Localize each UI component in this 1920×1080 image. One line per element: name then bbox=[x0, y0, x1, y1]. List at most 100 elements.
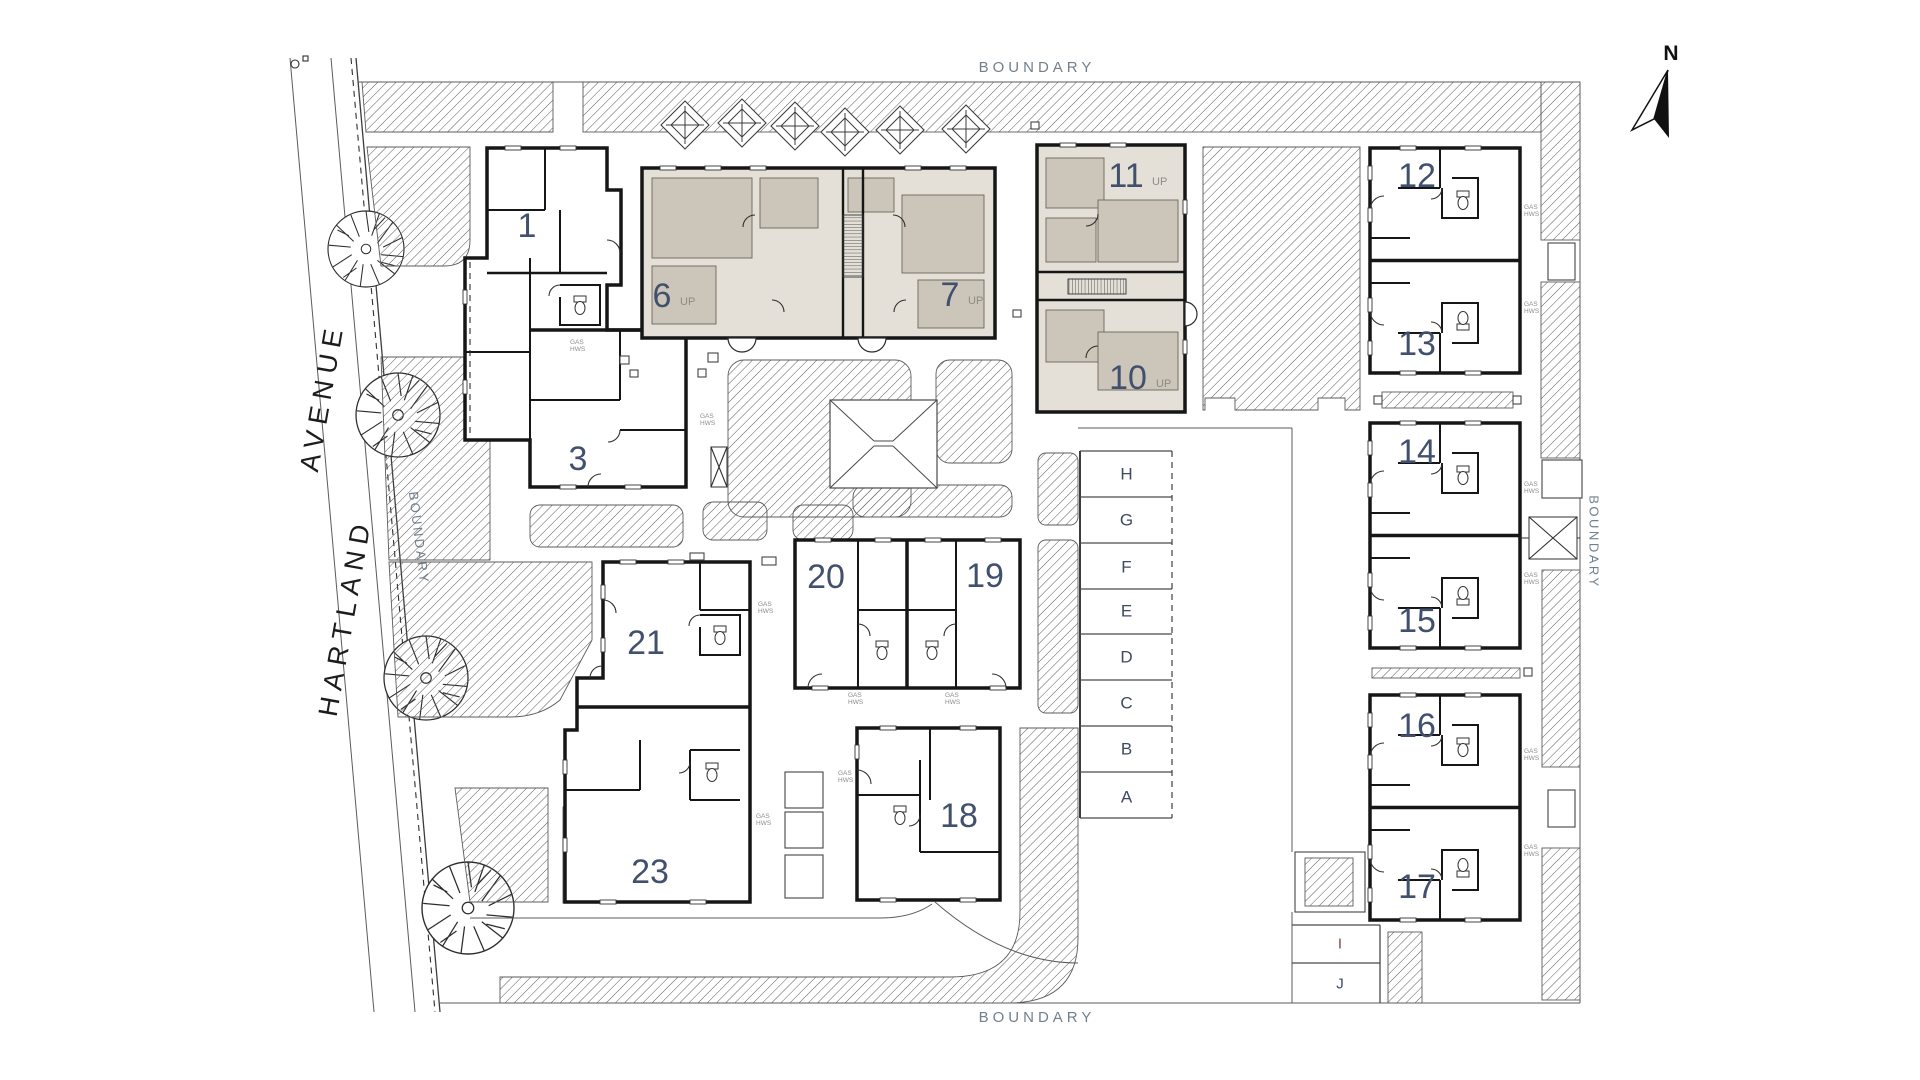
svg-text:HWS: HWS bbox=[758, 608, 774, 615]
unit-number-18: 18 bbox=[940, 797, 978, 835]
svg-text:GAS: GAS bbox=[1524, 844, 1538, 851]
unit-number-14: 14 bbox=[1398, 433, 1436, 471]
boundary-label-top: BOUNDARY bbox=[979, 59, 1096, 76]
svg-text:GAS: GAS bbox=[1524, 204, 1538, 211]
svg-text:GAS: GAS bbox=[570, 339, 584, 346]
survey-peg-icon bbox=[302, 55, 309, 62]
parking-stall-E: E bbox=[1121, 602, 1133, 621]
svg-text:GAS: GAS bbox=[1524, 481, 1538, 488]
svg-text:HWS: HWS bbox=[1524, 211, 1540, 218]
stair-icon bbox=[1067, 278, 1127, 295]
svg-text:GAS: GAS bbox=[756, 813, 770, 820]
svg-text:HWS: HWS bbox=[756, 820, 772, 827]
north-arrow-fill bbox=[1654, 70, 1669, 138]
parking-stall-B: B bbox=[1121, 740, 1133, 759]
unit-number-16: 16 bbox=[1398, 707, 1436, 745]
building-units-20-19: 20 19 bbox=[793, 537, 1022, 691]
unit-number-19: 19 bbox=[966, 557, 1004, 595]
unit-number-13: 13 bbox=[1398, 325, 1436, 363]
right-edge-structures bbox=[1518, 242, 1583, 828]
svg-text:HWS: HWS bbox=[945, 699, 961, 706]
landscape-hatched-areas bbox=[361, 81, 1581, 1004]
building-units-1-3: 1 3 bbox=[462, 145, 728, 490]
meter-boxes bbox=[619, 121, 1040, 566]
gazebo bbox=[829, 399, 938, 489]
unit-11-up-label: UP bbox=[1152, 176, 1167, 188]
svg-text:HWS: HWS bbox=[700, 420, 716, 427]
boundary-label-bottom: BOUNDARY bbox=[979, 1009, 1096, 1026]
clothesline-icon bbox=[1528, 516, 1578, 560]
shed-box bbox=[1547, 242, 1576, 281]
parking-stall-C: C bbox=[1120, 694, 1133, 713]
parking-stall-D: D bbox=[1120, 648, 1133, 667]
unit-6-up-label: UP bbox=[680, 296, 695, 308]
unit-number-12: 12 bbox=[1398, 157, 1436, 195]
unit-number-20: 20 bbox=[807, 558, 845, 596]
parking-stall-H: H bbox=[1120, 465, 1133, 484]
svg-text:HWS: HWS bbox=[838, 777, 854, 784]
svg-text:HWS: HWS bbox=[570, 346, 586, 353]
svg-text:GAS: GAS bbox=[758, 601, 772, 608]
building-units-6-7: 6 UP 7 UP bbox=[640, 165, 997, 353]
stair-icon bbox=[842, 214, 864, 278]
storage-sheds bbox=[784, 771, 824, 899]
parking-stall-G: G bbox=[1120, 511, 1134, 530]
building-units-14-15: 14 15 bbox=[1368, 421, 1520, 650]
driveway-kerbs bbox=[470, 427, 1293, 1003]
parking-stall-F: F bbox=[1121, 558, 1132, 577]
porch-arc bbox=[727, 337, 757, 353]
parking-stall-J: J bbox=[1336, 976, 1344, 993]
north-label: N bbox=[1663, 42, 1678, 65]
building-units-21-23: 21 23 bbox=[562, 559, 752, 905]
building-units-16-17: 16 17 bbox=[1368, 693, 1520, 922]
unit-number-21: 21 bbox=[627, 624, 665, 662]
unit-7-up-label: UP bbox=[968, 295, 983, 307]
boundary-label-right: BOUNDARY bbox=[1587, 495, 1602, 588]
svg-text:GAS: GAS bbox=[838, 770, 852, 777]
svg-text:HWS: HWS bbox=[1524, 851, 1540, 858]
unit-number-23: 23 bbox=[631, 853, 669, 891]
shed-box bbox=[1547, 789, 1576, 828]
svg-text:GAS: GAS bbox=[1524, 748, 1538, 755]
svg-text:GAS: GAS bbox=[848, 692, 862, 699]
unit-number-7: 7 bbox=[941, 276, 960, 314]
svg-text:HWS: HWS bbox=[848, 699, 864, 706]
unit-number-3: 3 bbox=[569, 440, 588, 478]
svg-text:GAS: GAS bbox=[1524, 572, 1538, 579]
building-units-12-13: 12 13 bbox=[1368, 146, 1520, 375]
street-name-line1: HARTLAND bbox=[313, 515, 377, 718]
svg-text:HWS: HWS bbox=[1524, 579, 1540, 586]
svg-text:HWS: HWS bbox=[1524, 755, 1540, 762]
north-arrow: N bbox=[1630, 42, 1679, 138]
unit-number-6: 6 bbox=[653, 277, 672, 315]
street-name-line2: AVENUE bbox=[294, 320, 350, 474]
unit-number-11: 11 bbox=[1108, 157, 1143, 195]
shed-box bbox=[1541, 459, 1583, 499]
porch-arc bbox=[857, 337, 887, 353]
unit-number-15: 15 bbox=[1398, 602, 1436, 640]
svg-text:HWS: HWS bbox=[1524, 488, 1540, 495]
svg-text:GAS: GAS bbox=[1524, 301, 1538, 308]
building-unit-18: 18 bbox=[854, 725, 1002, 903]
parking-stall-A: A bbox=[1121, 788, 1133, 807]
svg-text:HWS: HWS bbox=[1524, 308, 1540, 315]
svg-text:GAS: GAS bbox=[700, 413, 714, 420]
unit-number-17: 17 bbox=[1398, 868, 1436, 906]
unit-10-up-label: UP bbox=[1156, 378, 1171, 390]
